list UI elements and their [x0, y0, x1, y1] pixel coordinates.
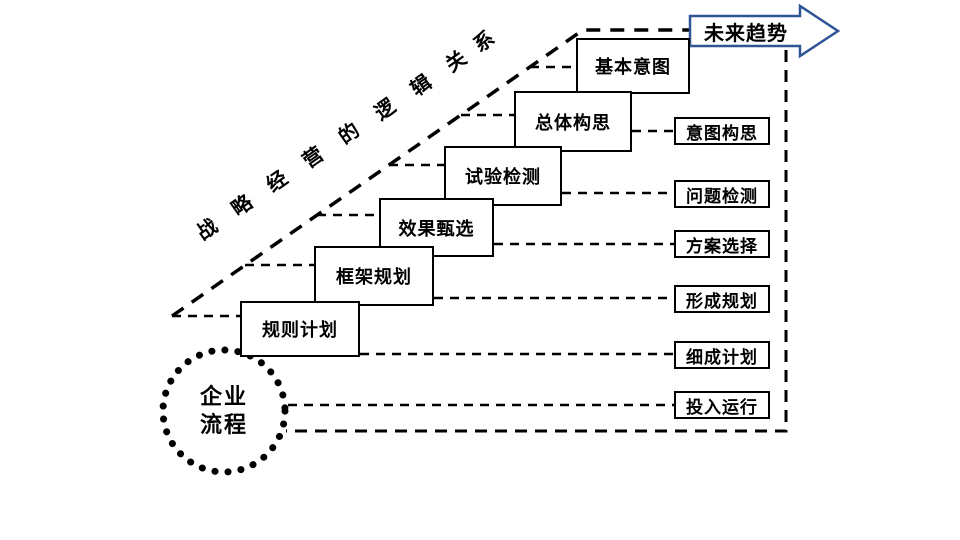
- output-box-label: 细成计划: [686, 347, 758, 367]
- stair-box-label: 规则计划: [262, 320, 338, 340]
- process-circle-label-line2: 流程: [199, 411, 248, 437]
- output-box-solution-select: 方案选择: [674, 230, 770, 258]
- output-box-label: 方案选择: [686, 236, 758, 256]
- output-box-form-plan: 形成规划: [674, 285, 770, 313]
- output-box-label: 形成规划: [686, 291, 758, 311]
- output-connector-lines: [288, 129, 674, 407]
- stair-box-label: 框架规划: [336, 267, 412, 287]
- output-box-detail-plan: 细成计划: [674, 341, 770, 369]
- stair-box-label: 效果甄选: [398, 218, 475, 239]
- stair-box-label: 基本意图: [595, 57, 671, 77]
- feedback-dashed-line: [286, 50, 788, 433]
- process-circle-label: 企业 流程: [158, 383, 290, 438]
- output-box-label: 意图构思: [686, 123, 758, 143]
- output-box-intent-concept: 意图构思: [674, 117, 770, 145]
- stair-box-rule-plan: 规则计划: [240, 301, 360, 357]
- future-trend-arrow: [688, 3, 841, 59]
- stair-box-test-detect: 试验检测: [444, 146, 562, 206]
- stair-box-frame-plan: 框架规划: [314, 246, 434, 306]
- process-circle: [159, 346, 289, 476]
- output-box-problem-detect: 问题检测: [674, 180, 770, 208]
- future-trend-arrow-label: 未来趋势: [704, 22, 788, 45]
- stair-box-overall-concept: 总体构思: [514, 91, 632, 152]
- stair-box-label: 总体构思: [535, 112, 611, 133]
- stair-box-label: 试验检测: [465, 167, 541, 187]
- diagonal-stub-lines: [172, 65, 576, 318]
- output-box-put-into-operation: 投入运行: [674, 391, 770, 419]
- output-box-label: 问题检测: [686, 186, 758, 206]
- stair-box-basic-intent: 基本意图: [576, 38, 690, 94]
- process-circle-label-line1: 企业: [199, 384, 248, 409]
- output-box-label: 投入运行: [686, 397, 758, 417]
